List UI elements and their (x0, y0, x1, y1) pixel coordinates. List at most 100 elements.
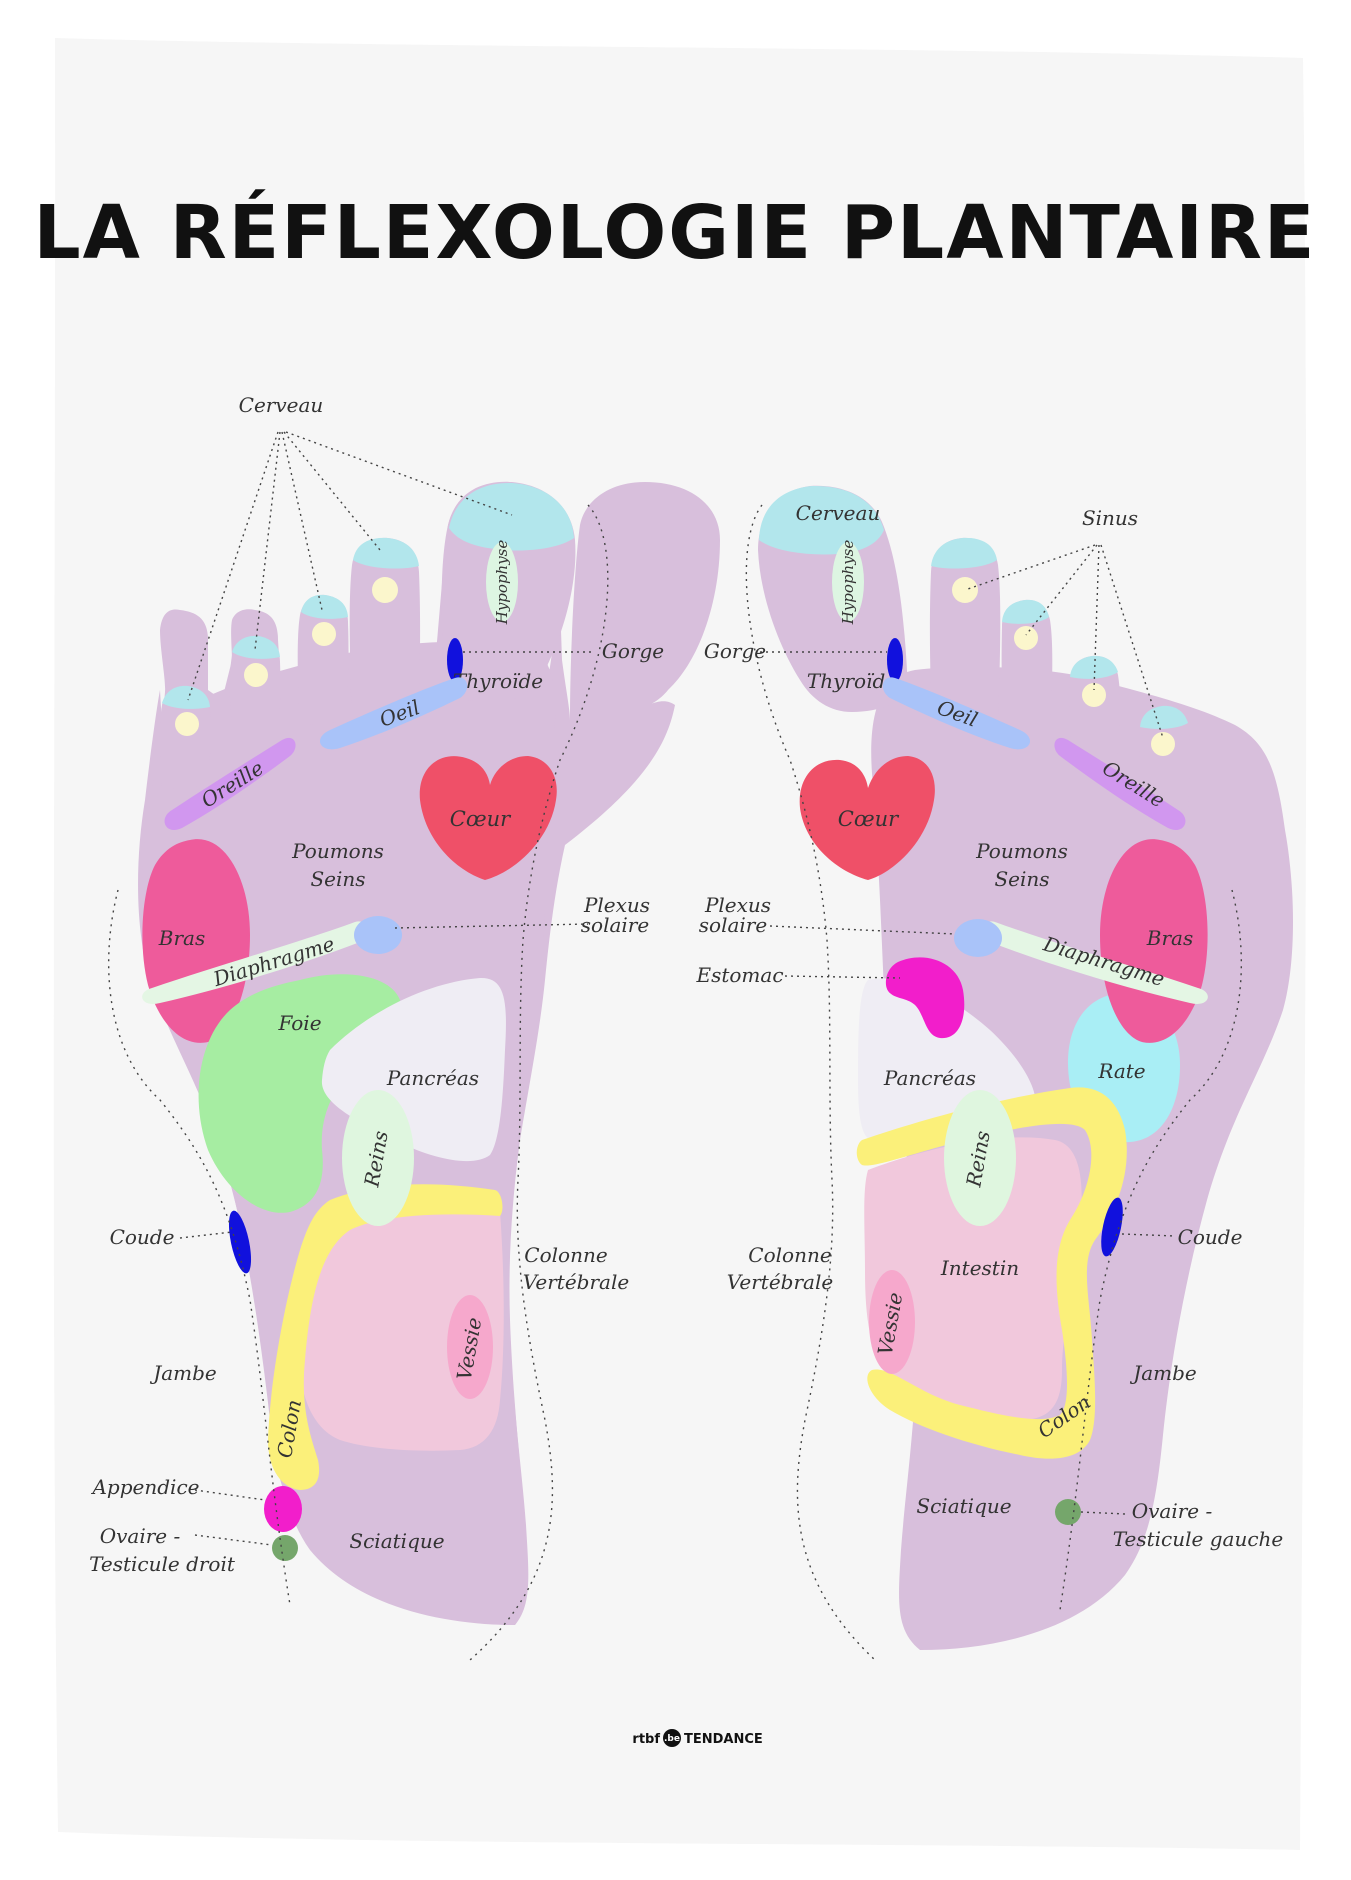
right-kidney-zone (944, 1090, 1016, 1226)
label-ovaire-right-1: Ovaire - (1132, 1499, 1213, 1523)
right-pancreas-label: Pancréas (883, 1066, 976, 1090)
right-hypophyse-label: Hypophyse (839, 540, 857, 626)
left-pancreas-label: Pancréas (386, 1066, 479, 1090)
left-diaphragm-zone (142, 921, 368, 1004)
leader-cerveau-2 (254, 431, 281, 651)
right-ovary-zone (1055, 1499, 1081, 1525)
left-eye-zone (319, 677, 468, 750)
right-brain-label: Cerveau (796, 501, 881, 525)
left-ear-zone (164, 737, 296, 831)
label-estomac: Estomac (695, 963, 783, 987)
right-heart-label: Cœur (838, 807, 900, 831)
label-ovaire-right-2: Testicule gauche (1113, 1527, 1284, 1551)
right-toe-dot-4 (1082, 683, 1106, 707)
left-liver-label: Foie (277, 1011, 321, 1035)
right-stomach-zone (885, 957, 965, 1039)
logo-rtbf: rtbf (632, 1732, 660, 1747)
outer-labels: Cerveau Gorge Plexus solaire Coude Colon… (89, 393, 1283, 1576)
right-sinus-zone-toe-4 (1070, 655, 1118, 679)
left-thyroid-label: Thyroïde (453, 669, 543, 693)
left-foot: Hypophyse Thyroïde Oeil Oreille Cœur Pou… (107, 481, 720, 1661)
left-toe-2 (349, 537, 421, 725)
label-colonne-right-2: Vertébrale (727, 1270, 833, 1294)
right-hypophyse-zone (832, 542, 864, 622)
leader-coude-left (179, 1231, 233, 1239)
right-toe-dot-2 (952, 577, 978, 603)
leader-cerveau-1 (187, 431, 279, 701)
leader-lines (179, 431, 1176, 1546)
left-brain-zone-toe-2 (353, 537, 419, 569)
leader-cerveau-3 (281, 431, 323, 611)
left-sciatic-label: Sciatique (349, 1529, 444, 1553)
label-ovaire-left-1: Ovaire - (100, 1524, 181, 1548)
left-brain-zone-big-toe (449, 482, 574, 551)
right-ear-zone (1054, 737, 1186, 831)
left-bladder-zone (447, 1295, 493, 1399)
right-brain-zone-big-toe (759, 485, 884, 555)
right-sinus-zone-toe-5 (1140, 705, 1188, 729)
right-edge-left (745, 504, 876, 1661)
leader-sinus-3 (1093, 544, 1100, 691)
right-intestine-zone (864, 1137, 1082, 1420)
label-plexus-left-1: Plexus (583, 893, 650, 917)
left-colon-zone (268, 1184, 503, 1490)
left-intestine-zone (300, 1204, 504, 1451)
leader-ovaire-right (1080, 1511, 1126, 1515)
label-plexus-right-1: Plexus (704, 893, 771, 917)
right-eye-zone (882, 677, 1031, 750)
label-colonne-left-2: Vertébrale (523, 1270, 629, 1294)
leader-cerveau-5 (285, 431, 513, 516)
right-diaphragm-zone (982, 921, 1208, 1004)
leader-sinus-4 (1100, 544, 1164, 739)
left-hypophyse-zone (486, 542, 518, 622)
left-appendix-zone (264, 1486, 302, 1532)
left-solar-plexus-zone (354, 916, 402, 954)
right-toe-5 (1139, 705, 1191, 810)
right-solar-plexus-zone (954, 919, 1002, 957)
right-bladder-zone (869, 1270, 915, 1374)
left-elbow-zone (228, 1210, 252, 1274)
leader-plexus-right (769, 925, 956, 935)
leader-sinus-1 (964, 544, 1096, 591)
label-gorge-right: Gorge (704, 639, 766, 663)
label-ovaire-left-2: Testicule droit (89, 1552, 236, 1576)
left-brain-zone-toe-5 (162, 685, 210, 709)
leader-ovaire-left (194, 1534, 273, 1546)
left-hypophyse-label: Hypophyse (493, 540, 511, 626)
left-heart-zone (419, 756, 557, 880)
leader-sinus-2 (1025, 544, 1098, 636)
page-title: LA RÉFLEXOLOGIE PLANTAIRE (34, 188, 1317, 276)
right-spleen-label: Rate (1097, 1059, 1145, 1083)
logo-badge-text: .be (664, 1734, 680, 1744)
right-sinus-zone-toe-2 (931, 537, 997, 569)
right-toe-2 (929, 537, 1001, 725)
logo-tendance: TENDANCE (684, 1732, 763, 1747)
left-heart-label: Cœur (450, 807, 512, 831)
left-breasts-label: Seins (310, 867, 365, 891)
left-ovary-zone (272, 1535, 298, 1561)
leader-cerveau-4 (283, 431, 381, 551)
label-colonne-right-1: Colonne (748, 1243, 831, 1267)
label-plexus-left-2: solaire (581, 913, 649, 937)
right-thyroid-zone (887, 638, 903, 682)
left-toe-dot-5 (175, 712, 199, 736)
leader-estomac (784, 975, 901, 979)
left-edge-right (469, 504, 609, 1661)
right-heart-zone (799, 756, 935, 880)
left-thyroid-zone (447, 638, 463, 682)
rtbf-tendance-logo: rtbf .be TENDANCE (632, 1729, 763, 1747)
label-jambe-left: Jambe (149, 1361, 217, 1385)
left-toe-dot-4 (244, 663, 268, 687)
right-lungs-label: Poumons (975, 839, 1068, 863)
label-colonne-left-1: Colonne (524, 1243, 607, 1267)
right-toe-dot-3 (1014, 626, 1038, 650)
right-thyroid-label: Thyroïde (807, 669, 897, 693)
left-arm-label: Bras (158, 926, 205, 950)
label-gorge-left: Gorge (602, 639, 664, 663)
label-coude-left: Coude (110, 1225, 175, 1249)
label-coude-right: Coude (1178, 1225, 1243, 1249)
right-arm-label: Bras (1146, 926, 1193, 950)
label-jambe-right: Jambe (1129, 1361, 1197, 1385)
left-toe-3 (297, 594, 349, 725)
